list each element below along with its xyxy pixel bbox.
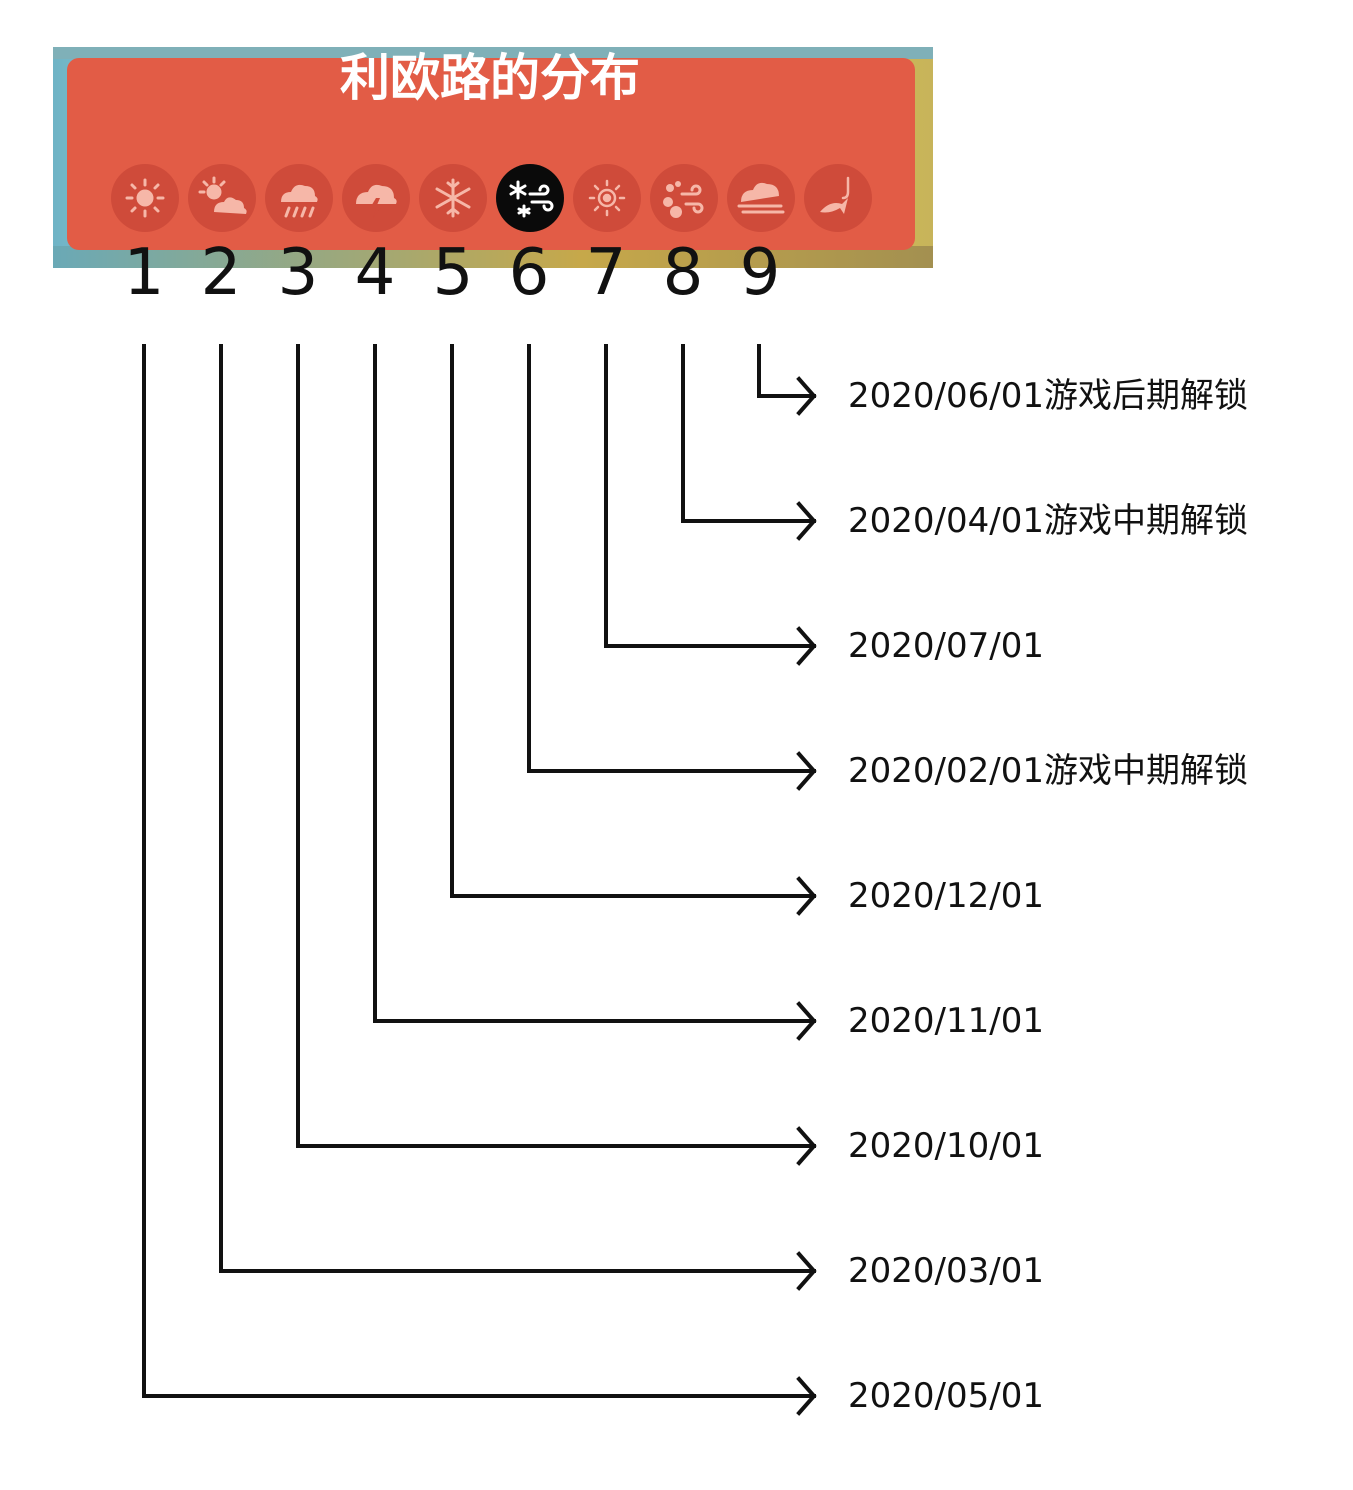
connector-7 <box>606 346 814 663</box>
date-label-5: 2020/12/01 <box>848 876 1044 916</box>
connector-1 <box>144 346 814 1413</box>
date-label-6: 2020/02/01游戏中期解锁 <box>848 751 1248 791</box>
date-label-8: 2020/04/01游戏中期解锁 <box>848 501 1248 541</box>
date-label-9: 2020/06/01游戏后期解锁 <box>848 376 1248 416</box>
date-label-2: 2020/03/01 <box>848 1251 1044 1291</box>
connector-8 <box>683 346 814 538</box>
date-label-3: 2020/10/01 <box>848 1126 1044 1166</box>
connector-4 <box>375 346 814 1038</box>
date-label-4: 2020/11/01 <box>848 1001 1044 1041</box>
connector-6 <box>529 346 814 788</box>
date-label-7: 2020/07/01 <box>848 626 1044 666</box>
connector-5 <box>452 346 814 913</box>
date-label-1: 2020/05/01 <box>848 1376 1044 1416</box>
connector-9 <box>759 346 814 413</box>
